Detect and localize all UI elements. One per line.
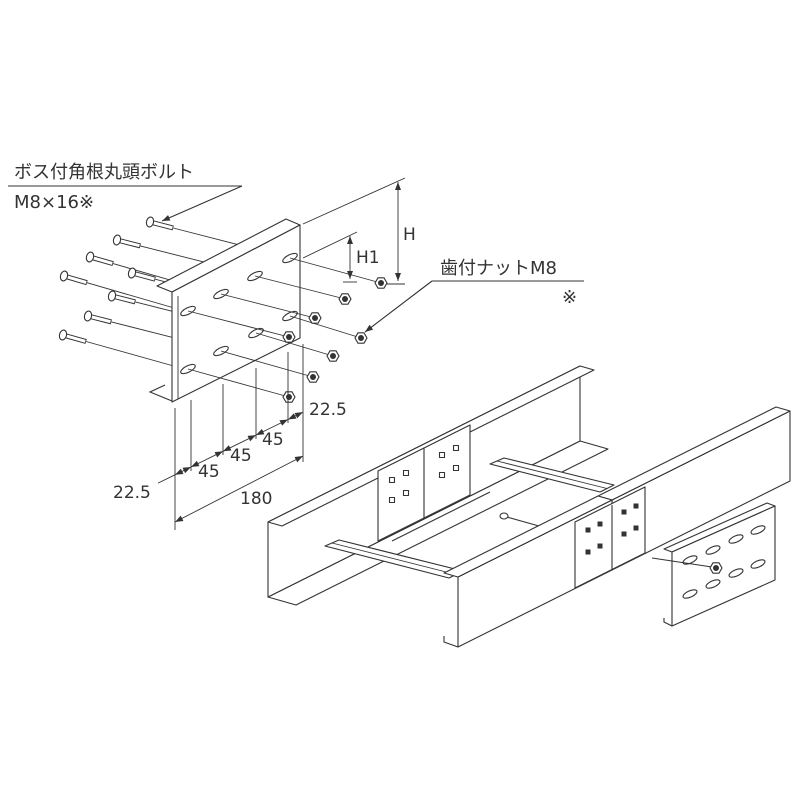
bolt-hole	[585, 549, 591, 555]
bolt-hole	[621, 509, 627, 515]
rung	[489, 457, 615, 493]
hex-nut	[354, 332, 368, 344]
nut-axis	[289, 257, 382, 284]
bolt-hole	[621, 531, 627, 537]
plate-foot	[148, 384, 173, 402]
bolt-head-icon	[499, 512, 509, 520]
hex-nut	[709, 562, 723, 574]
nut-note-label: ※	[562, 287, 577, 308]
bolt-hole	[402, 489, 410, 497]
bolt-hole	[633, 525, 639, 531]
hex-nut	[282, 331, 296, 343]
right-edge-label: 22.5	[309, 400, 347, 420]
plate-face	[171, 224, 301, 403]
bolt	[59, 270, 189, 313]
nut-leader-line	[364, 280, 433, 333]
dimension-line	[287, 411, 304, 420]
height-dimension: H	[302, 177, 416, 285]
dimension-line	[174, 466, 192, 476]
slot-hole	[750, 559, 766, 569]
extension-line	[302, 177, 406, 225]
slot-hole	[750, 525, 766, 535]
bolt-hole	[597, 521, 603, 527]
nut-axis	[255, 332, 334, 357]
left-edge-label: 22.5	[113, 483, 151, 503]
slot-hole	[682, 589, 698, 599]
slot-hole	[705, 579, 721, 589]
front-rail-foot	[443, 636, 459, 648]
bolt-hole	[597, 543, 603, 549]
bolt-hole	[388, 496, 396, 504]
detached-splice-plate	[651, 502, 776, 627]
nut-axis	[220, 350, 314, 378]
tray-center-line	[391, 491, 491, 542]
bolt-hole	[438, 471, 446, 479]
bolt-leader-line	[161, 185, 243, 222]
dimension-line	[157, 474, 176, 484]
hex-nut	[374, 277, 388, 289]
hex-nut	[308, 312, 322, 324]
pitch-dimensions: 22.5 45 45 45 22.5 180	[113, 344, 347, 530]
hex-nut	[338, 293, 352, 305]
hex-nut	[326, 350, 340, 362]
bolt-hole	[402, 469, 410, 477]
bolt-hole	[633, 503, 639, 509]
nut-name-label: 歯付ナットM8	[440, 258, 557, 279]
bolt-spec-label: M8×16※	[14, 192, 94, 213]
nut-axis	[289, 315, 362, 339]
pitch-a-label: 45	[198, 462, 220, 482]
cable-ladder-assembly	[267, 365, 791, 648]
nut-set	[187, 257, 388, 403]
nut-axis	[187, 368, 290, 398]
height-label: H	[403, 225, 416, 245]
height-1-dimension: H1	[302, 231, 380, 283]
back-splice-plate	[377, 424, 471, 542]
bolt-hole	[585, 527, 591, 533]
nut-axis	[254, 275, 346, 300]
hex-nut	[282, 391, 296, 403]
front-splice-plate	[574, 486, 646, 589]
front-rail-section-1-top-flange	[443, 495, 613, 578]
overall-label: 180	[240, 489, 272, 509]
slot-hole	[705, 545, 721, 555]
slot-hole	[728, 568, 744, 578]
bolt-hole	[452, 464, 460, 472]
hex-nut	[306, 371, 320, 383]
bolt-hole	[438, 451, 446, 459]
plate-face	[671, 505, 776, 627]
assembly-leader-line	[651, 557, 713, 568]
dimension-line	[255, 419, 289, 436]
height-1-label: H1	[356, 248, 380, 268]
bolt-hole	[452, 444, 460, 452]
bolt-name-label: ボス付角根丸頭ボルト	[14, 162, 194, 183]
overall-dimension-line	[174, 455, 304, 523]
nut-axis	[220, 293, 316, 319]
nut-axis	[187, 310, 290, 338]
dimension-line	[222, 434, 257, 452]
pitch-b-label: 45	[230, 446, 252, 466]
slot-hole	[728, 534, 744, 544]
pitch-c-label: 45	[262, 430, 284, 450]
splice-plate	[148, 218, 301, 403]
bolt	[58, 329, 189, 371]
plate-foot	[663, 618, 673, 627]
extension-line	[302, 231, 358, 259]
bolt-hole	[388, 476, 396, 484]
